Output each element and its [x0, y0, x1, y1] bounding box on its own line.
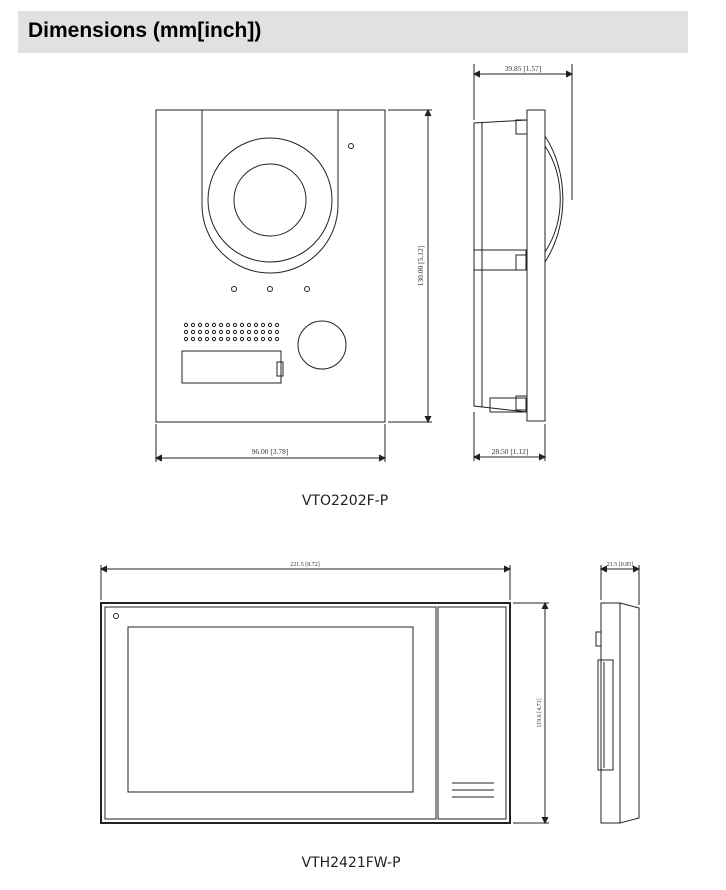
vth-bezel — [104, 606, 437, 820]
grille-hole — [190, 329, 196, 335]
vth-side-view — [595, 565, 641, 824]
vto-led-3 — [304, 286, 310, 292]
grille-hole — [204, 336, 210, 342]
grille-hole — [218, 322, 224, 328]
grille-hole — [211, 322, 217, 328]
grille-hole — [232, 322, 238, 328]
vto-depth-top-dimension: 39.85 [1.57] — [505, 64, 542, 73]
grille-hole — [239, 329, 245, 335]
vth-depth-dimension: 21.5 [0.85] — [607, 562, 634, 568]
vto-side-faceplate — [526, 109, 546, 422]
grille-hole — [267, 322, 273, 328]
grille-hole — [253, 329, 259, 335]
vth-front-body — [100, 602, 511, 824]
grille-hole — [211, 329, 217, 335]
grille-hole — [183, 336, 189, 342]
grille-hole — [246, 336, 252, 342]
grille-hole — [274, 322, 280, 328]
vth-width-dimension: 221.5 [8.72] — [290, 562, 320, 568]
vto-side-view — [472, 64, 574, 461]
grille-hole — [267, 329, 273, 335]
grille-hole — [204, 329, 210, 335]
vto-caption: VTO2202F-P — [301, 493, 389, 509]
grille-hole — [232, 336, 238, 342]
grille-hole — [225, 336, 231, 342]
section-header: Dimensions (mm[inch]) — [18, 11, 688, 53]
vth-camera-dot — [113, 613, 119, 619]
grille-hole — [190, 322, 196, 328]
grille-hole — [260, 336, 266, 342]
grille-hole — [211, 336, 217, 342]
grille-hole — [190, 336, 196, 342]
grille-hole — [267, 336, 273, 342]
vto-led-1 — [231, 286, 237, 292]
vto-camera-ring — [207, 137, 333, 263]
vto-camera-arch — [201, 110, 339, 274]
vto-label-clip — [276, 361, 284, 377]
vth-screen — [127, 626, 414, 793]
grille-hole — [183, 329, 189, 335]
vto-height-dimension: 130.00 [5.12] — [416, 246, 425, 287]
grille-hole — [218, 329, 224, 335]
vth-side-frame — [600, 602, 621, 824]
vto-width-dimension: 96.00 [3.78] — [252, 447, 289, 456]
vth-height-dimension: 119.6 [4.71] — [537, 698, 543, 727]
vth-side-panel — [437, 606, 507, 820]
vto-front-view — [154, 108, 432, 462]
grille-hole — [218, 336, 224, 342]
grille-hole — [274, 336, 280, 342]
vto-side-camera-dome — [544, 135, 564, 263]
grille-hole — [246, 322, 252, 328]
vto-call-button — [297, 320, 347, 370]
grille-hole — [204, 322, 210, 328]
grille-hole — [274, 329, 280, 335]
grille-hole — [197, 336, 203, 342]
grille-hole — [225, 322, 231, 328]
grille-hole — [225, 329, 231, 335]
grille-hole — [239, 322, 245, 328]
grille-hole — [197, 322, 203, 328]
vto-indicator-dot — [348, 143, 354, 149]
grille-hole — [260, 329, 266, 335]
section-title: Dimensions (mm[inch]) — [28, 19, 262, 42]
grille-hole — [260, 322, 266, 328]
grille-hole — [253, 336, 259, 342]
vto-depth-bottom-dimension: 28.50 [1.12] — [492, 447, 529, 456]
vto-camera-lens — [233, 163, 307, 237]
vth-side-bracket — [597, 659, 614, 771]
vth-side-body — [619, 602, 640, 824]
grille-hole — [246, 329, 252, 335]
vth-front-view — [99, 565, 549, 825]
grille-hole — [232, 329, 238, 335]
grille-hole — [239, 336, 245, 342]
vto-side-backbox — [473, 119, 528, 413]
vto-speaker-grille — [183, 322, 280, 342]
vth-caption: VTH2421FW-P — [301, 855, 401, 871]
vto-name-label — [181, 350, 282, 384]
vto-front-body — [155, 109, 386, 423]
vto-led-2 — [267, 286, 273, 292]
grille-hole — [183, 322, 189, 328]
grille-hole — [253, 322, 259, 328]
grille-hole — [197, 329, 203, 335]
